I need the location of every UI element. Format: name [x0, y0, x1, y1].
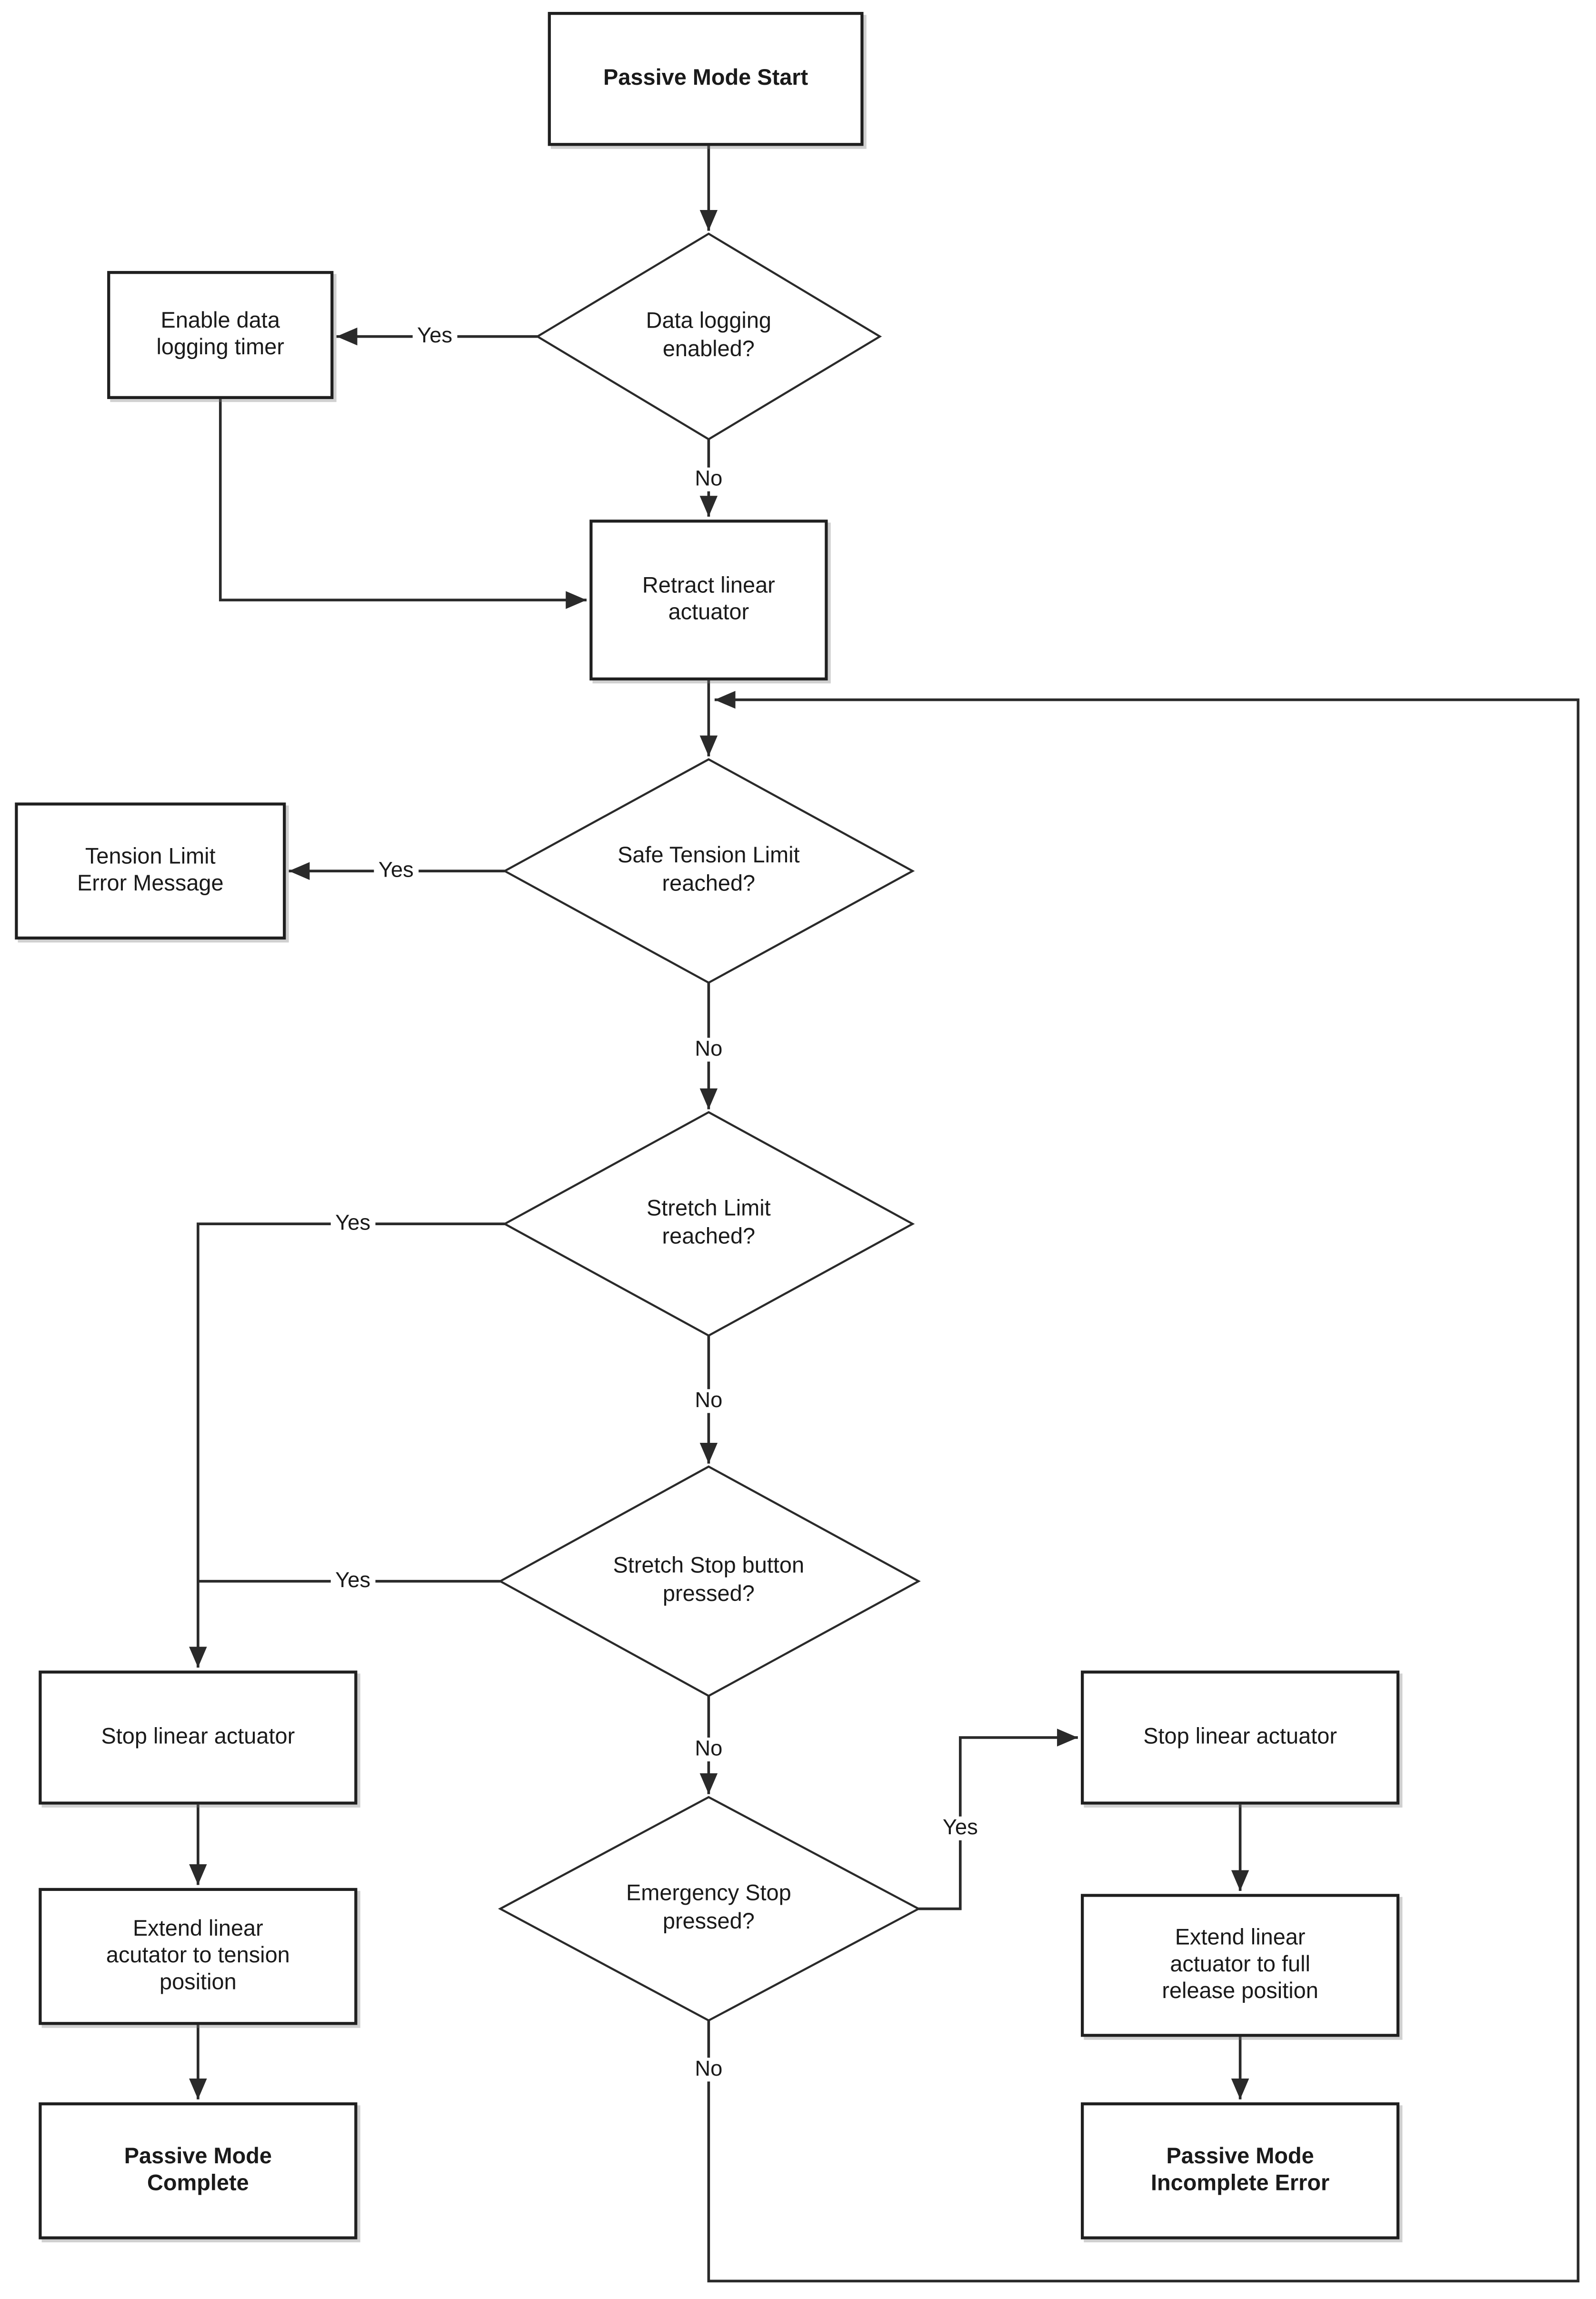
decision-stretch-limit-label: Stretch Limit reached? — [647, 1196, 771, 1249]
node-passive-mode-complete: Passive Mode Complete — [39, 2102, 358, 2239]
edge-label-emergency-no: No — [690, 2058, 727, 2082]
node-extend-actuator-full-release: Extend linear actuator to full release p… — [1081, 1894, 1400, 2037]
decision-emergency-stop-shape — [498, 1796, 921, 2022]
node-retract-linear-actuator: Retract linear actuator — [589, 520, 828, 680]
decision-emergency-stop-label: Emergency Stop pressed? — [626, 1880, 791, 1934]
edge-emergency-no-loop — [707, 690, 1580, 2283]
node-label: Passive Mode Incomplete Error — [1150, 2143, 1330, 2197]
edge-label-safe-tension-yes: Yes — [374, 859, 419, 883]
decision-data-logging-label: Data logging enabled? — [646, 309, 772, 362]
edge-label-stretch-stop-no: No — [690, 1737, 727, 1762]
node-label: Passive Mode Complete — [124, 2143, 272, 2197]
node-tension-limit-error-message: Tension Limit Error Message — [15, 802, 286, 940]
decision-stretch-stop-shape — [498, 1465, 921, 1697]
edge-label-stretch-limit-no: No — [690, 1389, 727, 1413]
decision-data-logging-shape — [535, 232, 882, 440]
node-enable-data-logging-timer: Enable data logging timer — [107, 271, 334, 399]
edge-stretch-limit-yes — [189, 1222, 505, 1668]
edge-enable-timer-to-retract — [219, 399, 587, 609]
node-stop-linear-actuator-left: Stop linear actuator — [39, 1670, 358, 1805]
edge-label-data-logging-yes: Yes — [412, 324, 457, 349]
decision-safe-tension-shape — [502, 758, 915, 984]
node-label: Stop linear actuator — [1143, 1724, 1337, 1749]
node-label: Tension Limit Error Message — [77, 843, 224, 897]
node-label: Extend linear actuator to full release p… — [1162, 1924, 1318, 2005]
node-stop-linear-actuator-right: Stop linear actuator — [1081, 1670, 1400, 1805]
node-label: Retract linear actuator — [642, 572, 775, 626]
edge-label-safe-tension-no: No — [690, 1038, 727, 1062]
decision-stretch-limit-shape — [502, 1111, 915, 1337]
node-label: Extend linear acutator to tension positi… — [106, 1915, 290, 1996]
node-label: Enable data logging timer — [156, 308, 285, 360]
node-label: Passive Mode Start — [603, 65, 808, 91]
edge-label-stretch-limit-yes: Yes — [330, 1212, 375, 1236]
node-extend-actuator-tension-position: Extend linear acutator to tension positi… — [39, 1888, 358, 2025]
node-passive-mode-incomplete-error: Passive Mode Incomplete Error — [1081, 2102, 1400, 2239]
decision-safe-tension-label: Safe Tension Limit reached? — [618, 843, 800, 897]
node-label: Stop linear actuator — [101, 1724, 295, 1749]
edge-label-data-logging-no: No — [690, 467, 727, 491]
edge-label-emergency-yes: Yes — [938, 1816, 983, 1840]
decision-stretch-stop-label: Stretch Stop button pressed? — [613, 1553, 805, 1607]
node-passive-mode-start: Passive Mode Start — [548, 12, 864, 146]
edge-label-stretch-stop-yes: Yes — [330, 1569, 375, 1593]
